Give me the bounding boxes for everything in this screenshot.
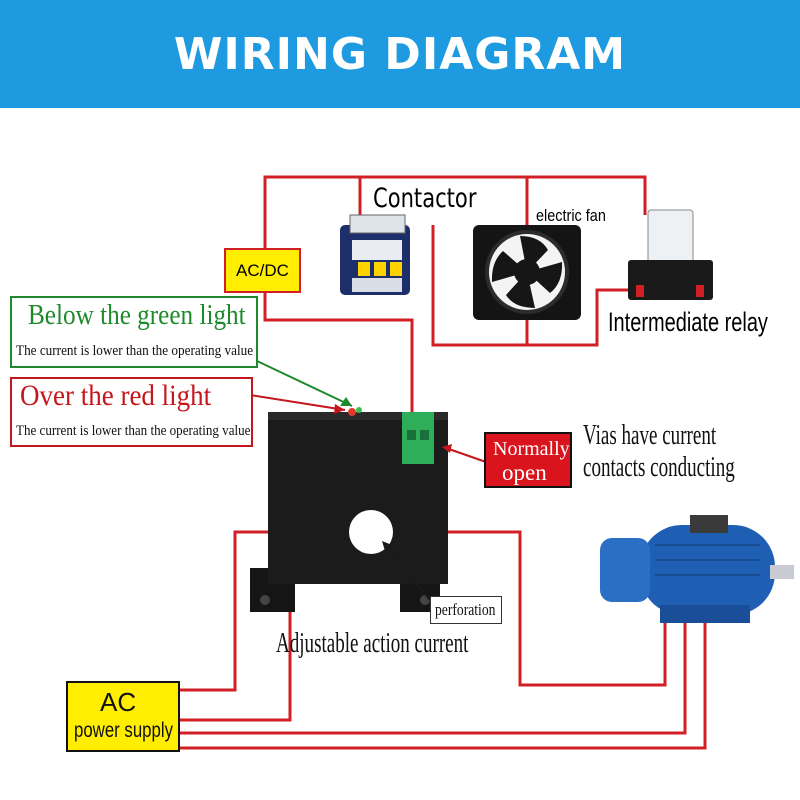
ac-dc-label: AC/DC	[236, 260, 289, 280]
wire-top-loop	[263, 175, 647, 248]
wire-motor-3	[180, 585, 707, 750]
relay-device	[628, 209, 713, 300]
power-supply-label: power supply	[74, 719, 173, 742]
green-light-title: Below the green light	[28, 300, 246, 331]
current-sensor	[250, 407, 448, 612]
vias-line-1: Vias have current	[583, 420, 717, 451]
normally-open-arrow	[445, 447, 487, 463]
wire-supply-mid	[180, 605, 292, 722]
open-label: open	[502, 460, 547, 485]
red-light-title: Over the red light	[20, 379, 212, 412]
red-arrow	[249, 394, 346, 411]
contactor-device	[340, 214, 410, 295]
ac-label: AC	[100, 687, 137, 717]
wire-supply-left	[180, 530, 290, 692]
wire-contactor-to-sensor	[431, 225, 640, 347]
normally-open-box: Normally open	[484, 432, 572, 488]
red-light-desc: The current is lower than the operating …	[16, 423, 251, 439]
electric-motor	[600, 515, 794, 623]
electric-fan-label: electric fan	[536, 206, 606, 225]
contactor-label: Contactor	[373, 183, 477, 214]
wire-acdc-to-sensor	[263, 293, 414, 415]
green-light-desc: The current is lower than the operating …	[16, 343, 254, 359]
ac-supply-box: AC power supply	[66, 681, 180, 752]
perforation-box: perforation	[430, 596, 502, 624]
arrows	[237, 351, 487, 601]
adjustable-label: Adjustable action current	[276, 628, 469, 659]
intermediate-relay-label: Intermediate relay	[608, 307, 768, 337]
red-light-box: Over the red light The current is lower …	[10, 377, 253, 447]
ac-dc-box: AC/DC	[224, 248, 301, 293]
page-title: WIRING DIAGRAM	[173, 28, 627, 80]
vias-line-2: contacts conducting	[583, 452, 735, 483]
perforation-label: perforation	[435, 600, 496, 619]
wire-motor-2	[180, 585, 687, 735]
green-light-box: Below the green light The current is low…	[10, 296, 258, 368]
fan-device	[473, 225, 581, 320]
perforation-arrow	[384, 544, 431, 601]
normally-label: Normally	[493, 438, 570, 460]
title-banner: WIRING DIAGRAM	[0, 0, 800, 108]
wire-through-hole	[378, 530, 667, 687]
